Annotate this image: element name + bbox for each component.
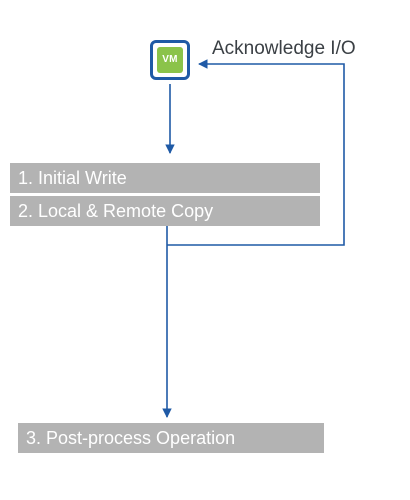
step-local-remote-copy: 2. Local & Remote Copy [10, 196, 320, 226]
step-initial-write: 1. Initial Write [10, 163, 320, 193]
step-post-process-operation: 3. Post-process Operation [18, 423, 324, 453]
vm-icon-label: VM [157, 47, 183, 73]
acknowledge-io-label: Acknowledge I/O [212, 38, 356, 59]
vm-icon: VM [150, 40, 190, 80]
